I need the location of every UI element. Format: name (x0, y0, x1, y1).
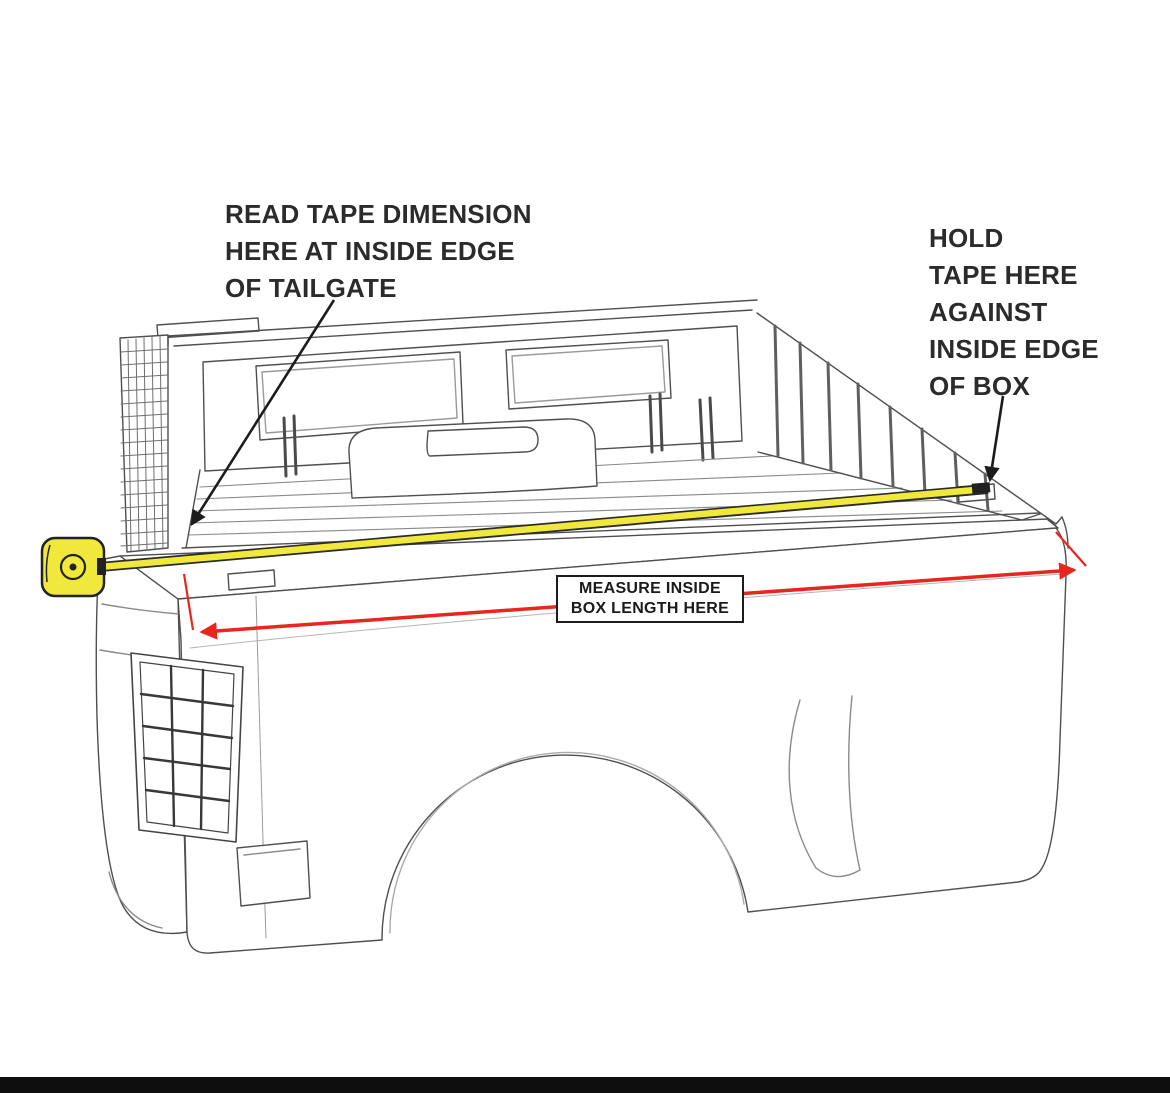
truck-bed-line-art (95, 299, 1069, 954)
near-rail-inner-edge (181, 512, 1041, 549)
bulkhead-slats (773, 324, 990, 512)
tape-exit-slot (97, 558, 106, 575)
far-wall-inner-panel (202, 325, 743, 472)
measure-label-line2: BOX LENGTH HERE (570, 600, 730, 617)
pointer-arrow-tailgate (190, 299, 336, 526)
annotation-read-tape: READ TAPE DIMENSION HERE AT INSIDE EDGE … (225, 199, 532, 303)
dimension-extension-left (182, 573, 195, 631)
far-wall-top-rail (167, 299, 758, 347)
taillight (130, 652, 244, 843)
bumper-step (236, 840, 311, 907)
annotation-hold-tape: HOLD TAPE HERE AGAINST INSIDE EDGE OF BO… (929, 223, 1099, 401)
dimension-extension-right (1055, 531, 1087, 567)
far-wall-recess-1-inner (261, 358, 458, 434)
measure-label-line1: MEASURE INSIDE (579, 580, 721, 597)
tape-reel-hub (69, 563, 77, 571)
tailgate-edge-horizontal-ribs (120, 348, 168, 547)
far-wall-recess-2 (505, 339, 672, 410)
tape-body-edge-line (45, 544, 51, 583)
tailgate-edge-vertical-ribs (127, 335, 164, 552)
measure-label: MEASURE INSIDE BOX LENGTH HERE (556, 575, 744, 623)
tailgate-edge-frame (119, 334, 169, 553)
tie-down-cleats (282, 392, 715, 478)
tape-hook (971, 482, 991, 494)
pointer-arrow-box-edge (984, 395, 1005, 483)
wheel-arch-inner-line (389, 751, 745, 934)
tape-reel (59, 553, 87, 581)
bumper-step-line (243, 848, 301, 856)
taillight-grid-horizontal (139, 692, 235, 803)
corner-crease (788, 695, 861, 878)
wheel-hump (348, 418, 598, 499)
annotation-arrows (190, 299, 1005, 526)
tape-blade (99, 485, 987, 571)
far-wall-recess-2-inner (511, 345, 666, 404)
taillight-grid-vertical (169, 664, 205, 831)
wheel-hump-handle (426, 426, 539, 457)
tailgate-inner-edge (185, 469, 201, 549)
footer-bar (0, 1077, 1170, 1093)
top-rail-cap (156, 317, 260, 339)
tape-measure (40, 482, 991, 598)
taillight-outer (130, 652, 244, 843)
